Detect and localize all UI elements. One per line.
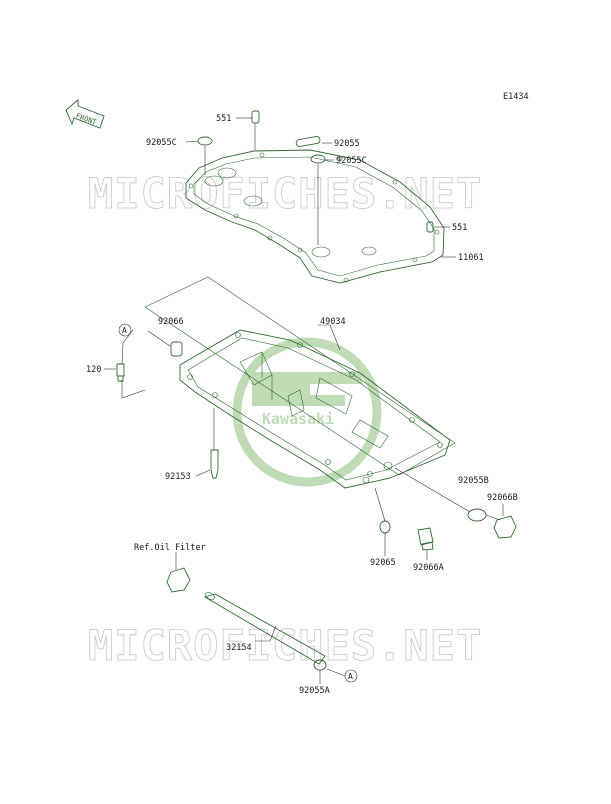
washer-92065 bbox=[379, 520, 391, 534]
label-92153: 92153 bbox=[165, 472, 191, 482]
dowel-pin-551-top bbox=[251, 110, 260, 124]
callout-a-top-letter: A bbox=[122, 326, 127, 335]
dowel-pin-551-right bbox=[426, 221, 434, 233]
bolt-92153 bbox=[210, 449, 219, 479]
oil-filter-fitting bbox=[166, 567, 191, 593]
label-92065: 92065 bbox=[370, 558, 396, 568]
kawasaki-logo-text: Kawasaki bbox=[262, 410, 334, 428]
front-arrow-icon: FRONT bbox=[65, 99, 105, 129]
label-92055a: 92055A bbox=[299, 686, 330, 696]
label-551-top: 551 bbox=[216, 114, 231, 124]
label-49034: 49034 bbox=[320, 317, 346, 327]
kawasaki-logo: Kawasaki bbox=[232, 337, 382, 487]
watermark-top: MICROFICHES.NET bbox=[88, 169, 482, 218]
oil-pan bbox=[144, 276, 456, 489]
label-92055c-left: 92055C bbox=[146, 138, 177, 148]
oil-pipe bbox=[203, 592, 326, 665]
callout-a-bottom-letter: A bbox=[348, 672, 353, 681]
watermark-bottom: MICROFICHES.NET bbox=[88, 621, 482, 670]
plug-92066 bbox=[170, 341, 183, 357]
plug-92066b bbox=[493, 515, 517, 539]
drain-bolt-92066a bbox=[417, 527, 434, 551]
label-32154: 32154 bbox=[226, 643, 252, 653]
diagram-code: E1434 bbox=[503, 92, 529, 102]
label-92066a: 92066A bbox=[413, 563, 444, 573]
seal-92055 bbox=[295, 136, 321, 147]
o-ring-92055c-right bbox=[310, 154, 326, 164]
callout-a-top bbox=[118, 323, 132, 337]
label-11061: 11061 bbox=[458, 253, 484, 263]
front-arrow-label: FRONT bbox=[75, 112, 98, 127]
ref-oil-filter-label: Ref.Oil Filter bbox=[134, 543, 206, 553]
label-92055b: 92055B bbox=[458, 476, 489, 486]
label-92055: 92055 bbox=[334, 139, 360, 149]
label-551-right: 551 bbox=[452, 223, 467, 233]
bolt-120 bbox=[116, 363, 125, 382]
o-ring-92055c-left bbox=[197, 136, 213, 146]
label-92055c-right: 92055C bbox=[336, 156, 367, 166]
callout-a-bottom bbox=[344, 669, 358, 683]
label-120: 120 bbox=[86, 365, 101, 375]
label-92066: 92066 bbox=[158, 317, 184, 327]
cover-gasket bbox=[185, 149, 445, 284]
label-92066b: 92066B bbox=[487, 493, 518, 503]
o-ring-92055b bbox=[467, 508, 487, 522]
